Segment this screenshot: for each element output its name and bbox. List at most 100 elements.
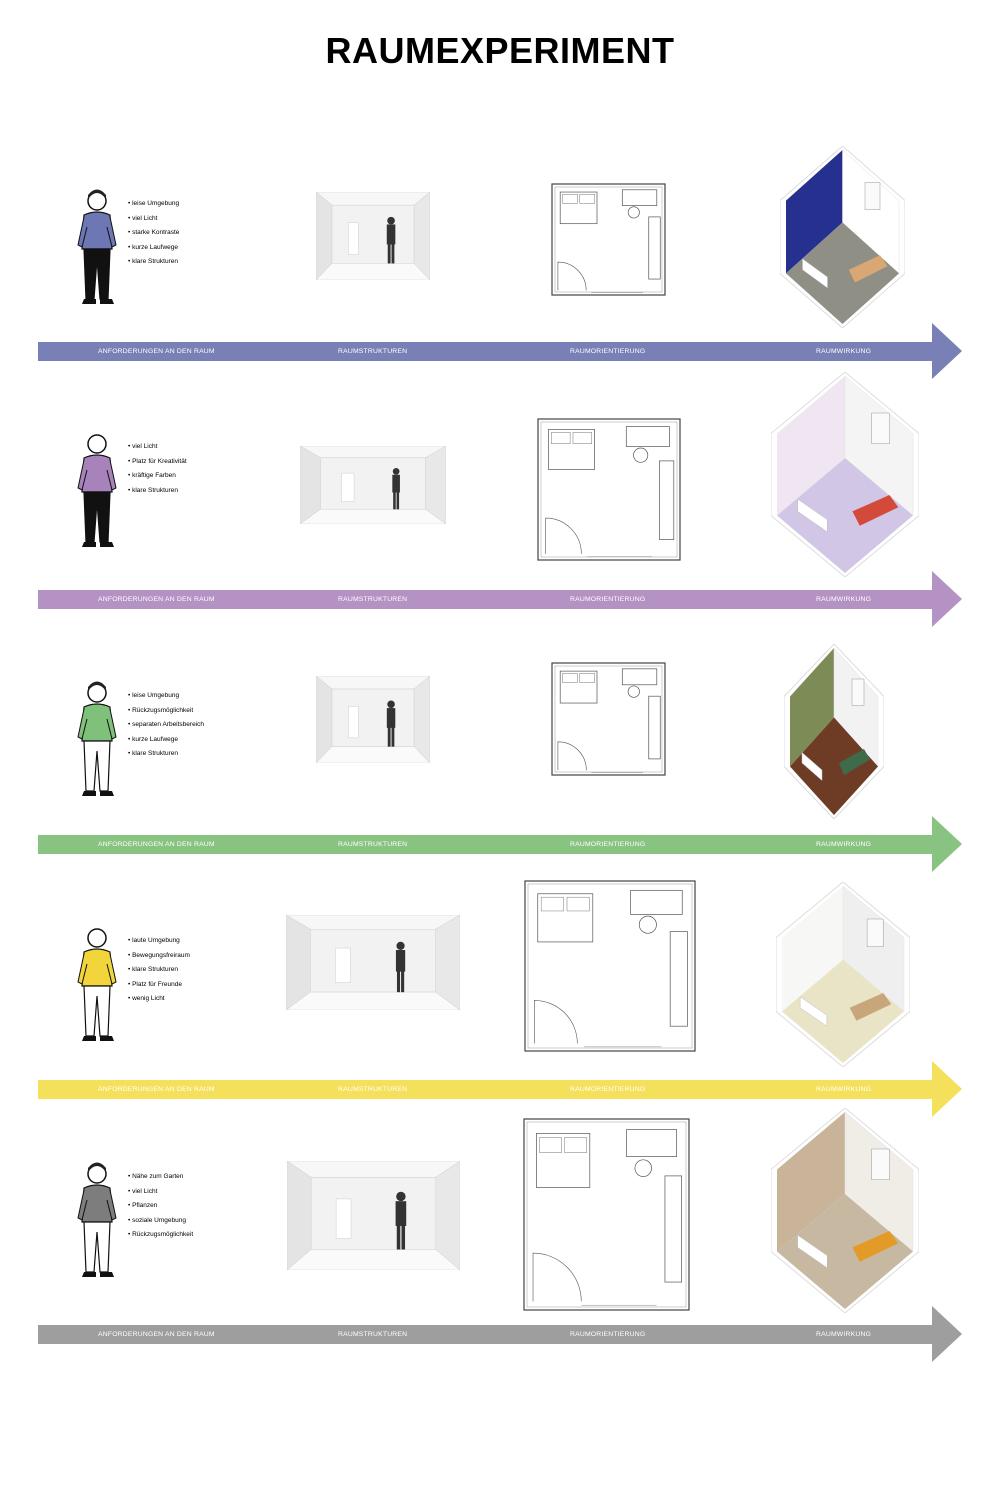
timeline-arrow-4 xyxy=(38,1061,962,1117)
requirement-item: kräftige Farben xyxy=(128,469,187,484)
requirements-list: viel LichtPlatz für Kreativitätkräftige … xyxy=(128,440,187,498)
iso-window xyxy=(864,182,881,210)
timeline-arrow-3 xyxy=(38,816,962,872)
iso-wall-left xyxy=(777,376,845,516)
isometric-room xyxy=(771,1108,919,1313)
requirement-item: klare Strukturen xyxy=(128,255,179,270)
arrow-bar xyxy=(38,342,933,361)
person-legs xyxy=(83,985,111,1037)
door-swing xyxy=(557,261,587,291)
requirements-list: laute UmgebungBewegungsfreiraumklare Str… xyxy=(128,934,190,1007)
requirement-item: viel Licht xyxy=(128,212,179,227)
scale-figure xyxy=(396,941,405,951)
stage-label: RAUMWIRKUNG xyxy=(816,841,872,848)
requirement-item: leise Umgebung xyxy=(128,197,179,212)
iso-wall-left xyxy=(786,150,843,274)
wardrobe xyxy=(648,695,661,760)
arrow-head xyxy=(932,1306,962,1362)
timeline-arrow-5 xyxy=(38,1306,962,1362)
iso-window xyxy=(871,412,890,444)
requirement-item: Rückzugsmöglichkeit xyxy=(128,704,204,719)
arrow-bar xyxy=(38,1080,933,1099)
scale-figure xyxy=(392,467,400,475)
floor-plan xyxy=(551,183,666,296)
door-swing xyxy=(532,1252,582,1302)
door xyxy=(341,472,355,502)
requirement-item: klare Strukturen xyxy=(128,747,204,762)
iso-floor xyxy=(790,717,878,815)
door xyxy=(348,222,359,255)
requirements-list: leise UmgebungRückzugsmöglichkeitseparat… xyxy=(128,689,204,762)
stage-label: ANFORDERUNGEN AN DEN RAUM xyxy=(98,348,215,355)
iso-furniture xyxy=(852,1231,899,1262)
room-perspective xyxy=(316,192,430,280)
bed xyxy=(559,191,598,225)
requirement-item: separaten Arbeitsbereich xyxy=(128,718,204,733)
iso-window xyxy=(851,678,865,706)
iso-floor xyxy=(777,1194,913,1309)
floor-plan xyxy=(524,880,696,1052)
iso-floor xyxy=(786,222,899,324)
scale-figure xyxy=(387,216,395,225)
scale-figure xyxy=(396,1191,406,1202)
requirements-list: Nähe zum Gartenviel LichtPflanzensoziale… xyxy=(128,1170,193,1243)
stage-label: ANFORDERUNGEN AN DEN RAUM xyxy=(98,841,215,848)
isometric-room xyxy=(784,644,884,819)
desk xyxy=(621,668,658,686)
stage-label: RAUMORIENTIERUNG xyxy=(570,1331,646,1338)
room-perspective xyxy=(316,676,430,763)
arrow-bar xyxy=(38,835,933,854)
person-legs xyxy=(83,491,111,543)
bed xyxy=(548,429,595,470)
arrow-head xyxy=(932,816,962,872)
person-illustration xyxy=(77,681,117,796)
person-legs xyxy=(83,1221,111,1273)
door xyxy=(348,706,359,739)
door-swing xyxy=(534,1000,578,1044)
requirement-item: klare Strukturen xyxy=(128,484,187,499)
requirement-item: starke Kontraste xyxy=(128,226,179,241)
room-perspective xyxy=(286,915,460,1010)
requirement-item: Platz für Freunde xyxy=(128,978,190,993)
iso-floor xyxy=(777,458,913,573)
stage-label: RAUMSTRUKTUREN xyxy=(338,841,408,848)
timeline-arrow-1 xyxy=(38,323,962,379)
desk xyxy=(626,1129,677,1157)
timeline-arrow-2 xyxy=(38,571,962,627)
stage-label: RAUMWIRKUNG xyxy=(816,596,872,603)
iso-furniture xyxy=(839,749,870,776)
stage-label: RAUMWIRKUNG xyxy=(816,348,872,355)
desk xyxy=(625,426,670,447)
desk xyxy=(621,189,658,206)
door xyxy=(335,1198,352,1239)
desk xyxy=(630,889,683,915)
isometric-room xyxy=(776,882,910,1067)
wardrobe xyxy=(659,460,675,540)
iso-wall-left xyxy=(777,1112,845,1252)
person-legs xyxy=(83,248,111,300)
stage-label: RAUMSTRUKTUREN xyxy=(338,1331,408,1338)
requirement-item: viel Licht xyxy=(128,440,187,455)
room-perspective xyxy=(300,446,446,524)
requirement-item: klare Strukturen xyxy=(128,963,190,978)
person-head xyxy=(87,434,107,454)
requirement-item: kurze Laufwege xyxy=(128,241,179,256)
iso-wall-left xyxy=(790,648,834,767)
requirement-item: viel Licht xyxy=(128,1185,193,1200)
requirements-list: leise Umgebungviel Lichtstarke Kontraste… xyxy=(128,197,179,270)
requirement-item: soziale Umgebung xyxy=(128,1214,193,1229)
iso-furniture xyxy=(848,255,888,283)
requirement-item: Platz für Kreativität xyxy=(128,455,187,470)
stage-label: RAUMORIENTIERUNG xyxy=(570,348,646,355)
floor-plan xyxy=(537,418,681,561)
isometric-room xyxy=(780,146,905,328)
isometric-room xyxy=(771,372,919,577)
bed xyxy=(559,670,598,704)
requirement-item: Bewegungsfreiraum xyxy=(128,949,190,964)
page-title: RAUMEXPERIMENT xyxy=(325,30,675,71)
requirement-item: leise Umgebung xyxy=(128,689,204,704)
requirement-item: Nähe zum Garten xyxy=(128,1170,193,1185)
stage-label: ANFORDERUNGEN AN DEN RAUM xyxy=(98,1086,215,1093)
stage-label: RAUMORIENTIERUNG xyxy=(570,841,646,848)
wardrobe xyxy=(669,931,688,1027)
